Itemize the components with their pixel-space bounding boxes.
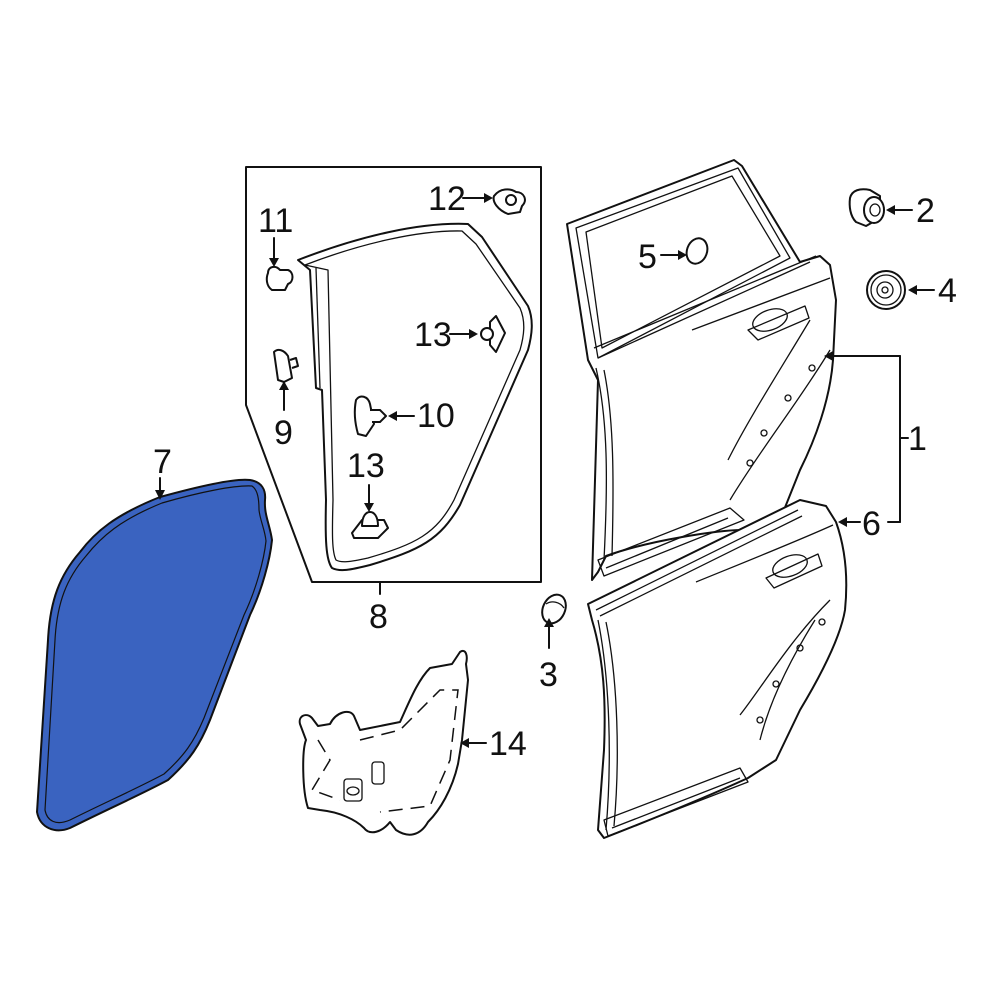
part-14-water-shield[interactable] — [298, 650, 469, 836]
part-3-grommet[interactable] — [538, 591, 571, 627]
svg-text:14: 14 — [489, 725, 527, 763]
svg-text:3: 3 — [539, 656, 558, 694]
callout-5: 5 — [638, 238, 687, 276]
callout-7: 7 — [153, 443, 172, 500]
svg-text:5: 5 — [638, 238, 657, 276]
svg-text:13: 13 — [347, 447, 385, 485]
part-9-clip[interactable] — [273, 348, 299, 383]
part-1-rear-door-shell[interactable] — [566, 159, 837, 581]
part-12-clip[interactable] — [492, 188, 526, 215]
callout-9: 9 — [274, 381, 293, 452]
callout-4: 4 — [908, 272, 957, 310]
part-6-outer-panel[interactable] — [587, 499, 848, 839]
svg-text:1: 1 — [908, 420, 927, 458]
svg-text:2: 2 — [916, 192, 935, 230]
svg-text:11: 11 — [258, 202, 293, 240]
callout-2: 2 — [886, 192, 935, 230]
svg-text:12: 12 — [428, 180, 466, 218]
callout-1: 1 — [824, 351, 927, 523]
part-13-clip-lower[interactable] — [351, 511, 389, 539]
callout-12: 12 — [428, 180, 493, 218]
callout-10: 10 — [388, 397, 455, 435]
part-7-weatherstrip[interactable] — [35, 478, 274, 832]
svg-text:9: 9 — [274, 414, 293, 452]
svg-text:6: 6 — [862, 505, 881, 543]
callout-11: 11 — [258, 202, 293, 267]
part-10-clip[interactable] — [353, 395, 387, 437]
part-8-seal[interactable] — [297, 222, 533, 572]
callout-13-lower: 13 — [347, 447, 385, 512]
callout-3: 3 — [539, 618, 558, 694]
callout-label-7: 7 — [153, 443, 172, 481]
part-8-group-box: 8 — [245, 166, 542, 636]
part-2-bushing[interactable] — [848, 188, 885, 227]
callout-label-10: 10 — [417, 397, 455, 435]
part-4-plug[interactable] — [866, 270, 906, 310]
callout-14: 14 — [460, 725, 527, 763]
svg-text:13: 13 — [414, 316, 452, 354]
callout-label-8: 8 — [369, 598, 388, 636]
part-11-clip[interactable] — [265, 265, 294, 291]
part-5-plug[interactable] — [683, 235, 711, 266]
callout-13-upper: 13 — [414, 316, 478, 354]
svg-text:4: 4 — [938, 272, 957, 310]
callout-6: 6 — [838, 505, 881, 543]
part-13-clip-upper[interactable] — [480, 315, 506, 353]
